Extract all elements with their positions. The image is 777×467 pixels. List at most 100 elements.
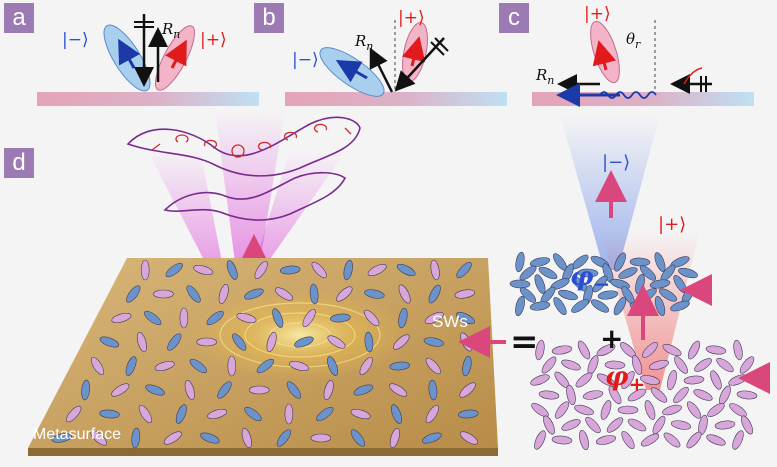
meta-atom <box>422 432 442 444</box>
meta-atom-plus <box>582 390 604 400</box>
meta-atom <box>286 381 302 399</box>
panel-c-plus-lobe <box>590 20 620 84</box>
panel-a-diagram <box>37 14 259 106</box>
panel-a-minus-arrow <box>118 38 141 69</box>
meta-atom <box>398 284 411 304</box>
meta-atom-plus <box>551 435 573 445</box>
meta-atom-plus <box>714 420 736 430</box>
meta-atom-minus <box>558 289 578 301</box>
meta-atom <box>175 404 187 424</box>
meta-atom-plus <box>575 372 593 388</box>
meta-atom <box>189 358 207 374</box>
meta-atom-plus <box>640 433 660 447</box>
meta-atom-minus <box>534 274 546 294</box>
meta-atom-plus <box>617 405 639 415</box>
meta-atom <box>256 358 275 374</box>
meta-atom-plus <box>707 402 725 418</box>
meta-atom <box>391 404 402 424</box>
meta-atom-plus <box>693 389 713 401</box>
meta-atom-plus <box>673 386 689 404</box>
meta-atom-plus <box>579 429 589 451</box>
panel-b-diagram <box>285 20 507 106</box>
meta-atom <box>131 427 141 449</box>
panel-b-rn-arrow <box>369 47 394 93</box>
panel-b-ket-plus: |+⟩ <box>398 8 425 28</box>
wave-ribbon-lower <box>163 171 347 221</box>
meta-atom-plus <box>667 369 677 391</box>
meta-atom <box>218 284 229 304</box>
panel-c-surface-wave <box>599 91 657 99</box>
meta-atom-plus <box>686 401 702 419</box>
meta-atom <box>145 384 165 396</box>
meta-atom <box>459 431 479 445</box>
meta-atom <box>311 261 327 279</box>
meta-atom <box>276 429 292 447</box>
meta-atom <box>359 356 373 376</box>
meta-atom-plus <box>600 400 612 420</box>
panel-label-c: c <box>499 3 529 33</box>
panel-c-plus-arrow <box>592 40 617 71</box>
meta-atom <box>343 259 353 281</box>
meta-atom-plus <box>627 418 647 432</box>
panel-c-rn-label: Rn <box>536 66 555 87</box>
meta-atom-minus <box>515 251 525 273</box>
metasurface-label: Metasurface <box>33 426 122 443</box>
meta-atom <box>456 261 472 279</box>
meta-atom-plus <box>642 342 658 358</box>
meta-atom-minus <box>529 257 551 267</box>
meta-atom-plus <box>650 387 668 403</box>
panel-a-plus-arrow <box>165 39 187 69</box>
meta-atom-plus <box>596 343 616 357</box>
panel-a-substrate-bar <box>37 92 259 106</box>
meta-atom <box>153 289 174 299</box>
meta-atom <box>217 381 232 399</box>
meta-atom-minus <box>515 295 525 317</box>
meta-atom <box>367 264 387 276</box>
meta-atom <box>459 382 476 398</box>
meta-atom <box>336 286 353 302</box>
meta-atom <box>193 264 214 276</box>
panel-c-incident-lobe <box>683 67 703 85</box>
meta-atom-plus <box>732 430 744 450</box>
metasurface-edge <box>28 448 498 456</box>
meta-atom <box>241 428 252 448</box>
meta-atom <box>425 404 439 424</box>
meta-atom <box>90 356 105 376</box>
meta-atom <box>323 380 334 400</box>
meta-atom <box>163 431 182 445</box>
meta-atom-plus <box>541 356 557 374</box>
meta-atom-minus <box>592 275 608 293</box>
meta-atom-minus <box>590 299 610 313</box>
meta-atom-minus <box>509 279 531 289</box>
meta-atom <box>236 312 257 324</box>
meta-atom-plus <box>543 415 555 435</box>
panel-a-ket-minus: |−⟩ <box>62 30 89 50</box>
plus-sign: + <box>600 322 624 355</box>
meta-atom <box>226 260 238 280</box>
meta-atom-plus <box>705 345 727 355</box>
meta-atom-plus <box>596 373 616 387</box>
meta-atom <box>458 409 479 419</box>
meta-atom-plus <box>606 417 624 433</box>
meta-atom-minus <box>658 288 678 302</box>
meta-atom <box>144 310 162 326</box>
meta-atom-plus <box>604 360 626 370</box>
meta-atom-minus <box>529 301 551 311</box>
meta-atom <box>389 361 410 371</box>
panel-b-rn-label: Rn <box>355 32 374 53</box>
meta-atom-plus <box>649 359 669 371</box>
equals-sign: = <box>510 322 539 362</box>
meta-atom-plus <box>652 415 666 435</box>
panel-c-ket-plus: |+⟩ <box>584 4 611 24</box>
meta-atom <box>227 355 237 377</box>
meta-atom-plus <box>534 430 546 450</box>
surface-wave-swirl <box>190 290 410 380</box>
meta-atom-plus <box>639 375 661 385</box>
meta-atom <box>90 430 107 446</box>
meta-atom <box>99 409 120 419</box>
meta-atom <box>66 405 82 423</box>
meta-atom-plus <box>621 430 635 450</box>
meta-atom-minus <box>614 252 626 272</box>
meta-atom-plus <box>608 385 622 405</box>
meta-atom-minus <box>538 266 558 280</box>
